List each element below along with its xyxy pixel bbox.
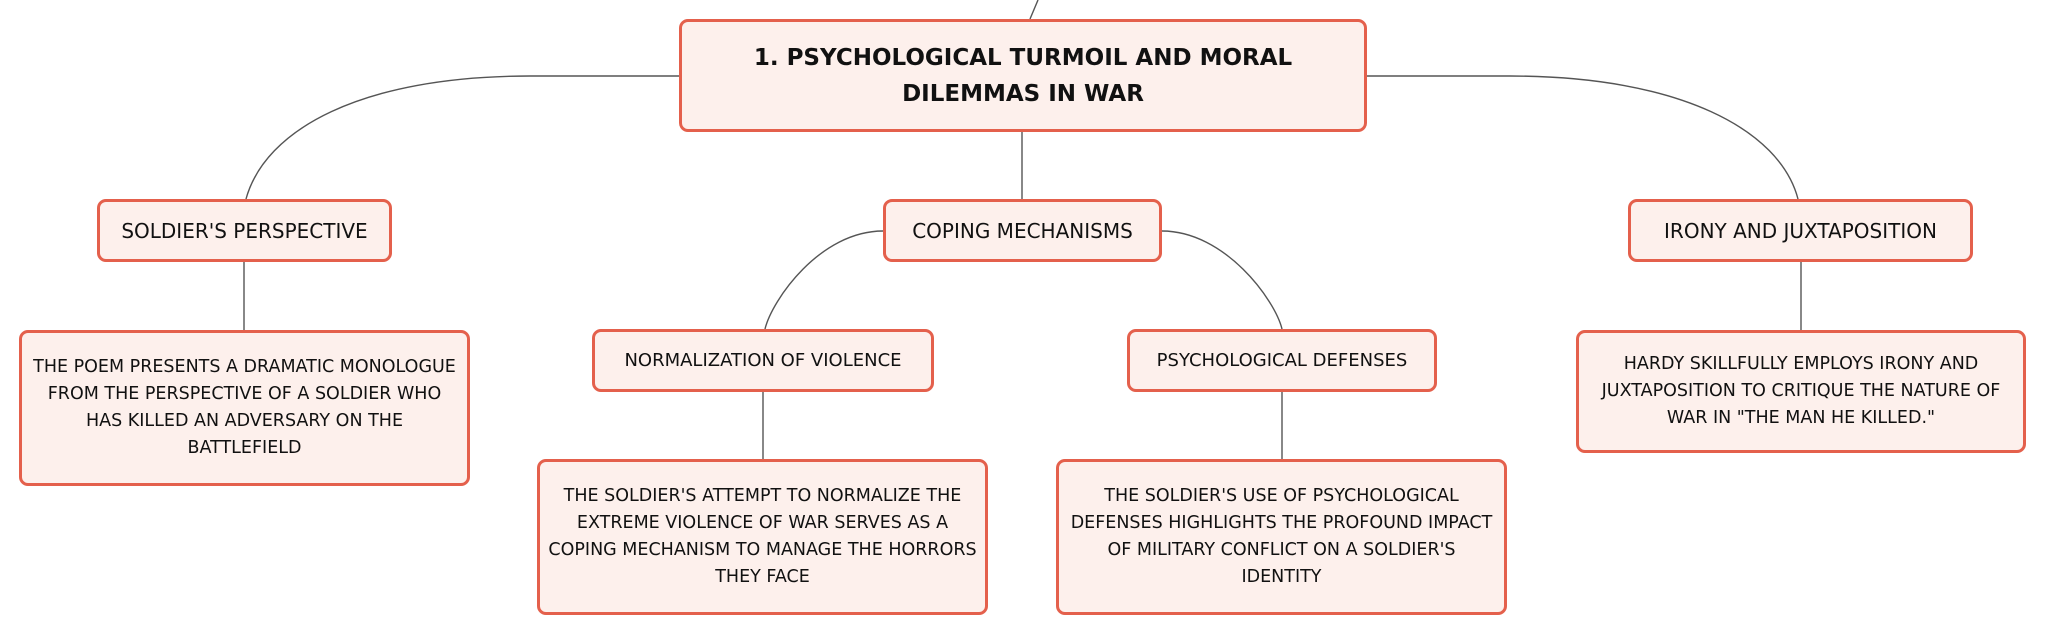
topic-label: IRONY AND JUXTAPOSITION	[1664, 218, 1937, 243]
subtopic-psychological-defenses[interactable]: PSYCHOLOGICAL DEFENSES	[1127, 329, 1437, 392]
topic-label: SOLDIER'S PERSPECTIVE	[121, 218, 368, 243]
detail-text: HARDY SKILLFULLY EMPLOYS IRONY AND JUXTA…	[1601, 354, 2001, 428]
subtopic-normalization-of-violence[interactable]: NORMALIZATION OF VIOLENCE	[592, 329, 934, 392]
topic-irony-and-juxtaposition[interactable]: IRONY AND JUXTAPOSITION	[1628, 199, 1973, 262]
topic-soldiers-perspective[interactable]: SOLDIER'S PERSPECTIVE	[97, 199, 392, 262]
root-topic[interactable]: 1. PSYCHOLOGICAL TURMOIL AND MORAL DILEM…	[679, 19, 1367, 132]
detail-psychological-defenses[interactable]: THE SOLDIER'S USE OF PSYCHOLOGICAL DEFEN…	[1056, 459, 1507, 615]
subtopic-label: PSYCHOLOGICAL DEFENSES	[1156, 349, 1408, 371]
detail-normalization-of-violence[interactable]: THE SOLDIER'S ATTEMPT TO NORMALIZE THE E…	[537, 459, 988, 615]
topic-label: COPING MECHANISMS	[912, 218, 1133, 243]
detail-irony-and-juxtaposition[interactable]: HARDY SKILLFULLY EMPLOYS IRONY AND JUXTA…	[1576, 330, 2026, 453]
detail-text: THE POEM PRESENTS A DRAMATIC MONOLOGUE F…	[33, 357, 456, 458]
connector-coping-to-defenses	[1161, 230, 1283, 330]
connector-from-parent	[1029, 0, 1039, 20]
topic-coping-mechanisms[interactable]: COPING MECHANISMS	[883, 199, 1162, 262]
subtopic-label: NORMALIZATION OF VIOLENCE	[624, 349, 902, 371]
detail-text: THE SOLDIER'S ATTEMPT TO NORMALIZE THE E…	[548, 486, 977, 587]
detail-text: THE SOLDIER'S USE OF PSYCHOLOGICAL DEFEN…	[1070, 486, 1493, 587]
root-topic-label: 1. PSYCHOLOGICAL TURMOIL AND MORAL DILEM…	[753, 44, 1293, 107]
connector-root-to-soldier-perspective	[245, 75, 679, 200]
detail-soldiers-perspective[interactable]: THE POEM PRESENTS A DRAMATIC MONOLOGUE F…	[19, 330, 470, 486]
connector-coping-to-normalization	[764, 230, 884, 330]
connector-root-to-irony	[1367, 75, 1799, 200]
